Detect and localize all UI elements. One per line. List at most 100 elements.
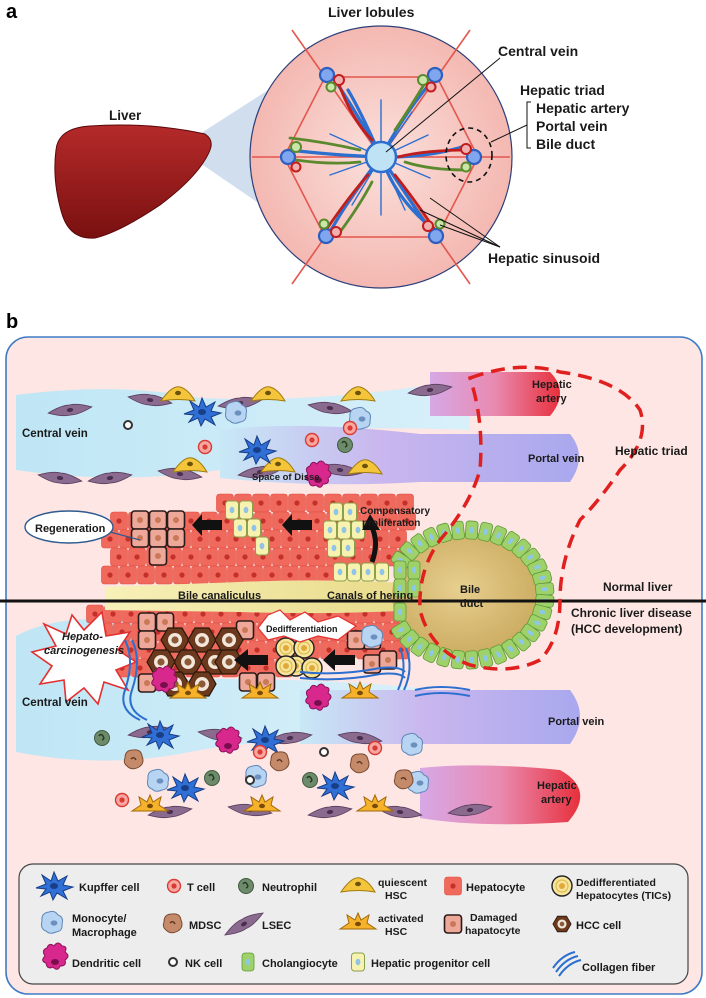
legend-neutrophil-label: Neutrophil [262,882,317,894]
legend-mdsc-label: MDSC [189,920,221,932]
damaged-hepatocyte [137,612,157,632]
hepatic-progenitor-cell [233,518,247,538]
legend-progenitor-label: Hepatic progenitor cell [371,958,490,970]
legend-mdsc-icon [162,913,183,934]
legend-collagen-icon [552,951,582,977]
legend-nk-label: NK cell [185,958,222,970]
legend-dediff-label-1: Dedifferentiated [576,877,656,889]
legend-hepatocyte-label: Hepatocyte [466,882,525,894]
regeneration-label: Regeneration [35,523,106,535]
hepatic-artery-top-label-1: Hepatic [532,379,572,391]
hepatocyte [191,565,209,585]
mdsc [123,749,144,770]
mdsc [349,753,370,774]
hepatic-progenitor-cell [341,538,355,558]
zoom-cone [178,85,276,215]
legend-activated-label-2: HSC [385,926,408,938]
hepatocyte [182,547,200,567]
hepatocyte [252,493,270,513]
panel-b-letter: b [6,311,18,333]
hepatocyte [209,529,227,549]
legend-neutrophil-icon [237,877,255,895]
regenerating-hepatocyte [166,510,186,530]
cholangiocyte [393,560,407,580]
t-cell [304,432,320,448]
cholangiocyte [450,649,466,670]
damaged-hepatocyte [137,630,157,650]
hepatic-progenitor-cell [323,520,337,540]
hepatocyte [101,565,119,585]
central-vein-circle [364,140,398,174]
legend-kupffer-label: Kupffer cell [79,882,140,894]
hepatic-progenitor-cell [333,562,347,582]
hepatic-progenitor-cell [329,502,343,522]
legend-monocyte-label-2: Macrophage [72,927,137,939]
cholangiocyte [464,520,479,540]
hepatic-sinusoid-label: Hepatic sinusoid [488,250,600,266]
hepatic-progenitor-cell [255,536,269,556]
compensatory-label-1: Compensatory [360,506,430,517]
hepatocyte [299,529,317,549]
hepatocyte [290,547,308,567]
liver-silhouette [54,124,212,239]
hepatocyte [306,493,324,513]
hepatic-artery-bottom-label-1: Hepatic [537,780,577,792]
hepatocarcinogenesis-label-1: Hepato- [62,631,103,643]
bile-duct-group [389,520,555,670]
hepatocyte [155,565,173,585]
bile-canaliculus [105,580,420,614]
nk-cell [319,747,329,757]
portal-vein-top-label: Portal vein [528,453,585,465]
cholangiocyte [407,560,421,580]
legend-quiescent-label-1: quiescent [378,877,428,889]
central-vein-label: Central vein [498,43,578,59]
hepatocyte [218,547,236,567]
t-cell [114,792,130,808]
hepatocyte [209,565,227,585]
triad-nodes [279,66,483,245]
hepatic-artery-bottom-label-2: artery [541,794,572,806]
legend-damaged-label-1: Damaged [470,912,517,924]
legend-nk-icon [168,957,178,967]
t-cell [367,740,383,756]
nk-cell [123,420,133,430]
legend-quiescent-label-2: HSC [385,890,408,902]
central-vein-top-label: Central vein [22,428,88,440]
hepatocyte [227,565,245,585]
dedifferentiated-hepatocyte [275,637,297,659]
t-cell [197,439,213,455]
cholangiocyte [450,649,466,670]
hepatocarcinogenesis-burst [30,610,138,706]
hepatic-progenitor-cell [337,520,351,540]
legend-dendritic-label: Dendritic cell [72,958,141,970]
legend-lsec-label: LSEC [262,920,291,932]
bile-duct-lumen [392,533,542,657]
hepatic-progenitor-cell [239,500,253,520]
legend-hcc-label: HCC cell [576,920,621,932]
regenerating-hepatocyte [166,528,186,548]
hepatocyte [308,547,326,567]
hepatic-progenitor-cell [343,502,357,522]
legend-collagen-label: Collagen fiber [582,962,656,974]
central-vein-pointer [385,57,501,153]
nk-cell [245,775,255,785]
panel-b-frame [5,336,703,995]
chronic-disease-label-1: Chronic liver disease [571,606,692,620]
collagen-fibers [122,639,471,721]
regenerating-hepatocyte [148,546,168,566]
hepatic-progenitor-cell [347,562,361,582]
neutrophil [203,769,221,787]
space-of-disse-label: Space of Disse [252,472,320,483]
legend-cholangiocyte-icon [241,952,255,972]
legend-damaged-label-2: hapatocyte [465,925,521,937]
legend-hepatocyte-icon [444,876,462,896]
hepatic-progenitor-cell [247,518,261,538]
legend-activated-label-1: activated [378,913,424,925]
hepatocyte [288,493,306,513]
legend-dedifferentiated-icon [551,875,573,897]
cholangiocyte [393,602,407,622]
legend-dediff-label-2: Hepatocytes (TICs) [576,890,671,902]
bile-duct-label-b-1: Bile [460,584,480,596]
cholangiocyte [464,520,479,540]
